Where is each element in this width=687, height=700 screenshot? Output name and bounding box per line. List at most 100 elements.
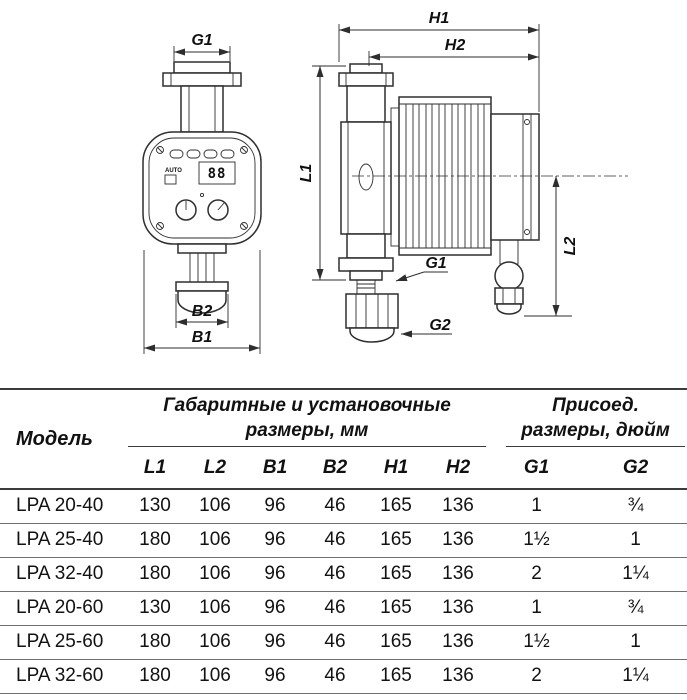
value-cell: 165 bbox=[365, 625, 427, 660]
side-view: H1 H2 L1 L2 bbox=[298, 10, 628, 343]
table-row: LPA 32-40 180 106 96 46 165 136 2 1¼ bbox=[0, 557, 687, 592]
pump-emblem bbox=[358, 163, 374, 191]
model-cell: LPA 20-60 bbox=[0, 591, 125, 626]
value-cell: 1 bbox=[584, 523, 687, 558]
value-cell: 180 bbox=[125, 557, 185, 592]
value-cell: 1¼ bbox=[584, 557, 687, 592]
front-pump-head: AUTO 88 bbox=[142, 131, 262, 245]
value-cell: 1½ bbox=[489, 625, 585, 660]
group-mm-line2: размеры, мм bbox=[245, 419, 369, 441]
group-inch-line1: Присоед. bbox=[552, 394, 639, 416]
front-lower-body bbox=[175, 243, 229, 314]
dim-label-h2: H2 bbox=[445, 37, 466, 54]
group-header-inch: Присоед. размеры, дюйм bbox=[489, 389, 687, 447]
value-cell: 136 bbox=[427, 625, 490, 660]
value-cell: 165 bbox=[365, 659, 427, 694]
led-icons bbox=[169, 149, 235, 159]
value-cell: 46 bbox=[305, 591, 365, 626]
front-top-flange bbox=[162, 61, 242, 133]
group-mm-line1: Габаритные и установочные bbox=[163, 394, 451, 416]
col-header-h2: H2 bbox=[427, 447, 490, 490]
value-cell: 165 bbox=[365, 557, 427, 592]
value-cell: 106 bbox=[185, 523, 245, 558]
value-cell: 96 bbox=[245, 557, 305, 592]
value-cell: 130 bbox=[125, 489, 185, 524]
value-cell: 46 bbox=[305, 489, 365, 524]
lcd-display-value: 88 bbox=[208, 166, 227, 182]
value-cell: 165 bbox=[365, 523, 427, 558]
dim-h2: H2 bbox=[368, 37, 539, 66]
value-cell: 106 bbox=[185, 659, 245, 694]
dim-b1: B1 bbox=[143, 250, 261, 354]
col-header-l2: L2 bbox=[185, 447, 245, 490]
value-cell: 180 bbox=[125, 625, 185, 660]
dim-l1: L1 bbox=[298, 65, 346, 281]
side-pump-housing bbox=[338, 63, 394, 281]
dim-label-l1: L1 bbox=[298, 164, 315, 183]
col-header-h1: H1 bbox=[365, 447, 427, 490]
cable-elbow bbox=[494, 239, 524, 315]
table-row: LPA 32-60 180 106 96 46 165 136 2 1¼ bbox=[0, 659, 687, 694]
value-cell: 136 bbox=[427, 523, 490, 558]
value-cell: 1 bbox=[489, 489, 585, 524]
table-row: LPA 20-40 130 106 96 46 165 136 1 ¾ bbox=[0, 489, 687, 524]
pump-drawing-svg: AUTO 88 bbox=[142, 10, 628, 354]
value-cell: 96 bbox=[245, 625, 305, 660]
value-cell: 165 bbox=[365, 591, 427, 626]
value-cell: 46 bbox=[305, 557, 365, 592]
col-header-b2: B2 bbox=[305, 447, 365, 490]
model-column-header: Модель bbox=[0, 389, 125, 490]
value-cell: 1 bbox=[584, 625, 687, 660]
front-view: AUTO 88 bbox=[142, 32, 262, 354]
technical-drawing: AUTO 88 bbox=[142, 10, 628, 354]
model-cell: LPA 32-40 bbox=[0, 557, 125, 592]
value-cell: 130 bbox=[125, 591, 185, 626]
terminal-box bbox=[490, 113, 540, 241]
g1-leader: G1 bbox=[395, 255, 448, 282]
dim-label-b1: B1 bbox=[192, 329, 213, 346]
table-row: LPA 25-40 180 106 96 46 165 136 1½ 1 bbox=[0, 523, 687, 558]
value-cell: 106 bbox=[185, 625, 245, 660]
group-header-mm: Габаритные и установочные размеры, мм bbox=[125, 389, 489, 447]
col-header-g2: G2 bbox=[584, 447, 687, 490]
dim-label-h1: H1 bbox=[429, 10, 450, 27]
model-cell: LPA 25-40 bbox=[0, 523, 125, 558]
value-cell: 1 bbox=[489, 591, 585, 626]
value-cell: 96 bbox=[245, 591, 305, 626]
dim-l2: L2 bbox=[524, 176, 579, 317]
value-cell: 96 bbox=[245, 489, 305, 524]
model-cell: LPA 20-40 bbox=[0, 489, 125, 524]
value-cell: 136 bbox=[427, 557, 490, 592]
value-cell: 96 bbox=[245, 523, 305, 558]
auto-mode-icon bbox=[164, 174, 177, 185]
value-cell: 136 bbox=[427, 591, 490, 626]
model-cell: LPA 25-60 bbox=[0, 625, 125, 660]
value-cell: 46 bbox=[305, 625, 365, 660]
dim-h1: H1 bbox=[338, 10, 540, 112]
value-cell: 106 bbox=[185, 489, 245, 524]
value-cell: 1¼ bbox=[584, 659, 687, 694]
dim-b2: B2 bbox=[175, 294, 229, 328]
value-cell: 2 bbox=[489, 557, 585, 592]
dim-label-l2: L2 bbox=[562, 237, 579, 256]
col-header-l1: L1 bbox=[125, 447, 185, 490]
spec-table: Модель Габаритные и установочные размеры… bbox=[0, 388, 687, 694]
value-cell: 180 bbox=[125, 523, 185, 558]
value-cell: ¾ bbox=[584, 489, 687, 524]
union-nut bbox=[345, 279, 399, 343]
dim-g1-front: G1 bbox=[173, 32, 231, 61]
model-cell: LPA 32-60 bbox=[0, 659, 125, 694]
value-cell: ¾ bbox=[584, 591, 687, 626]
value-cell: 106 bbox=[185, 591, 245, 626]
dim-label-g1-front: G1 bbox=[191, 32, 212, 49]
value-cell: 180 bbox=[125, 659, 185, 694]
value-cell: 46 bbox=[305, 659, 365, 694]
table-row: LPA 20-60 130 106 96 46 165 136 1 ¾ bbox=[0, 591, 687, 626]
value-cell: 165 bbox=[365, 489, 427, 524]
value-cell: 96 bbox=[245, 659, 305, 694]
auto-label: AUTO bbox=[165, 168, 182, 174]
label-g1-side: G1 bbox=[425, 255, 446, 272]
control-knobs bbox=[175, 192, 229, 221]
dim-label-b2: B2 bbox=[192, 303, 213, 320]
